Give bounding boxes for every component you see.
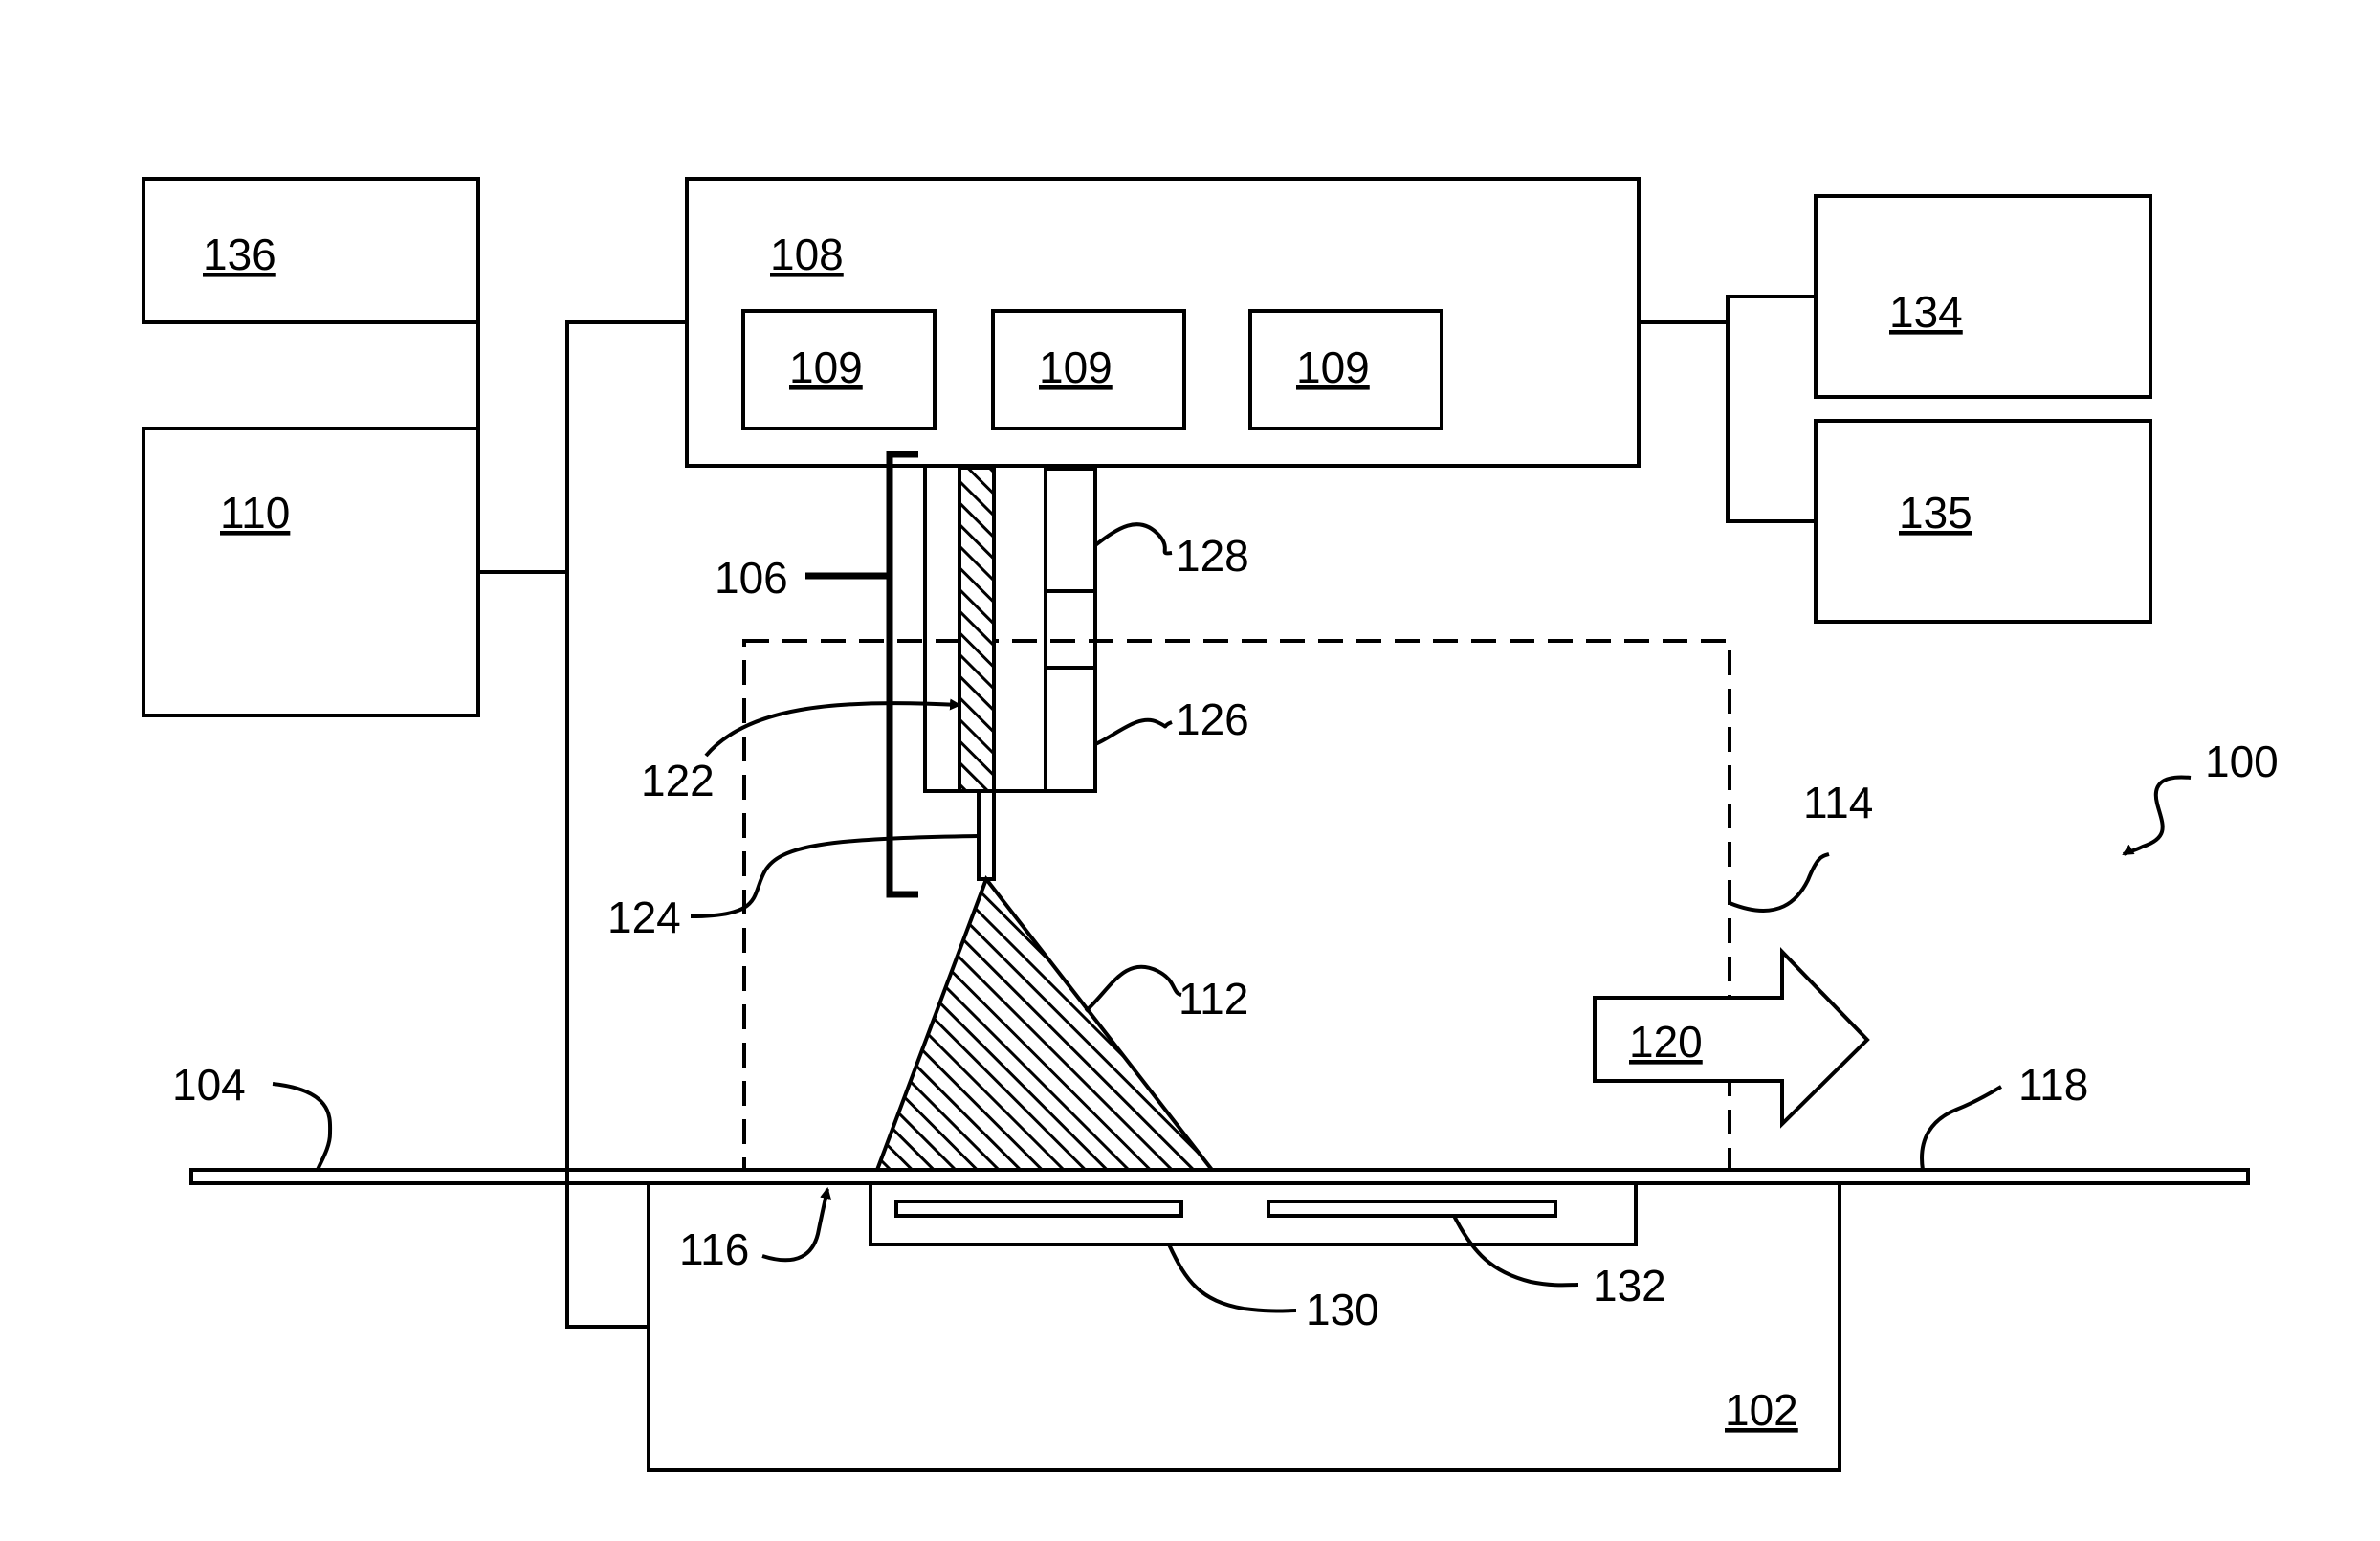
box-108 [687, 179, 1639, 466]
label-114: 114 [1803, 778, 1873, 827]
leader-126 [1095, 720, 1172, 744]
leader-104 [273, 1084, 330, 1170]
leader-124 [691, 836, 979, 916]
bracket-106 [890, 454, 918, 894]
label-116: 116 [679, 1224, 749, 1274]
label-104: 104 [172, 1060, 246, 1110]
nozzle-body [925, 466, 1095, 791]
nozzle-tip-124 [979, 791, 994, 879]
leader-116 [762, 1189, 827, 1260]
label-109-b: 109 [1039, 342, 1113, 392]
label-132: 132 [1593, 1261, 1666, 1310]
leader-132 [1454, 1216, 1578, 1285]
box-136 [143, 179, 478, 322]
component-126 [1046, 668, 1095, 791]
label-120: 120 [1629, 1017, 1703, 1067]
label-136: 136 [203, 230, 276, 279]
component-128 [1046, 469, 1095, 591]
heater-element-a [896, 1201, 1181, 1216]
label-118: 118 [2018, 1060, 2088, 1110]
label-134: 134 [1889, 287, 1963, 337]
deposit-112 [877, 879, 1212, 1170]
leader-130 [1169, 1244, 1296, 1311]
label-112: 112 [1179, 974, 1248, 1024]
heater-element-b [1268, 1201, 1555, 1216]
label-130: 130 [1306, 1285, 1379, 1334]
leader-114 [1730, 854, 1829, 911]
label-109-c: 109 [1296, 342, 1370, 392]
label-100: 100 [2205, 737, 2279, 786]
connector-110-102 [567, 572, 649, 1327]
base-102 [649, 1183, 1840, 1470]
connector-branch [1728, 297, 1816, 521]
leader-112 [1086, 967, 1181, 1011]
box-134 [1816, 196, 2150, 397]
feed-material-122 [959, 468, 994, 791]
label-128: 128 [1176, 531, 1249, 581]
label-122: 122 [641, 756, 715, 805]
label-109-a: 109 [789, 342, 863, 392]
leader-128 [1095, 524, 1172, 553]
connector-110-108 [478, 322, 687, 572]
label-106: 106 [715, 553, 788, 603]
label-108: 108 [770, 230, 844, 279]
build-plate [191, 1170, 2248, 1183]
box-110 [143, 429, 478, 715]
leader-100 [2124, 777, 2191, 854]
label-110: 110 [220, 488, 290, 538]
label-135: 135 [1899, 488, 1972, 538]
box-135 [1816, 421, 2150, 622]
leader-118 [1922, 1087, 2001, 1170]
label-124: 124 [607, 892, 681, 942]
label-102: 102 [1725, 1385, 1798, 1435]
label-126: 126 [1176, 694, 1249, 744]
